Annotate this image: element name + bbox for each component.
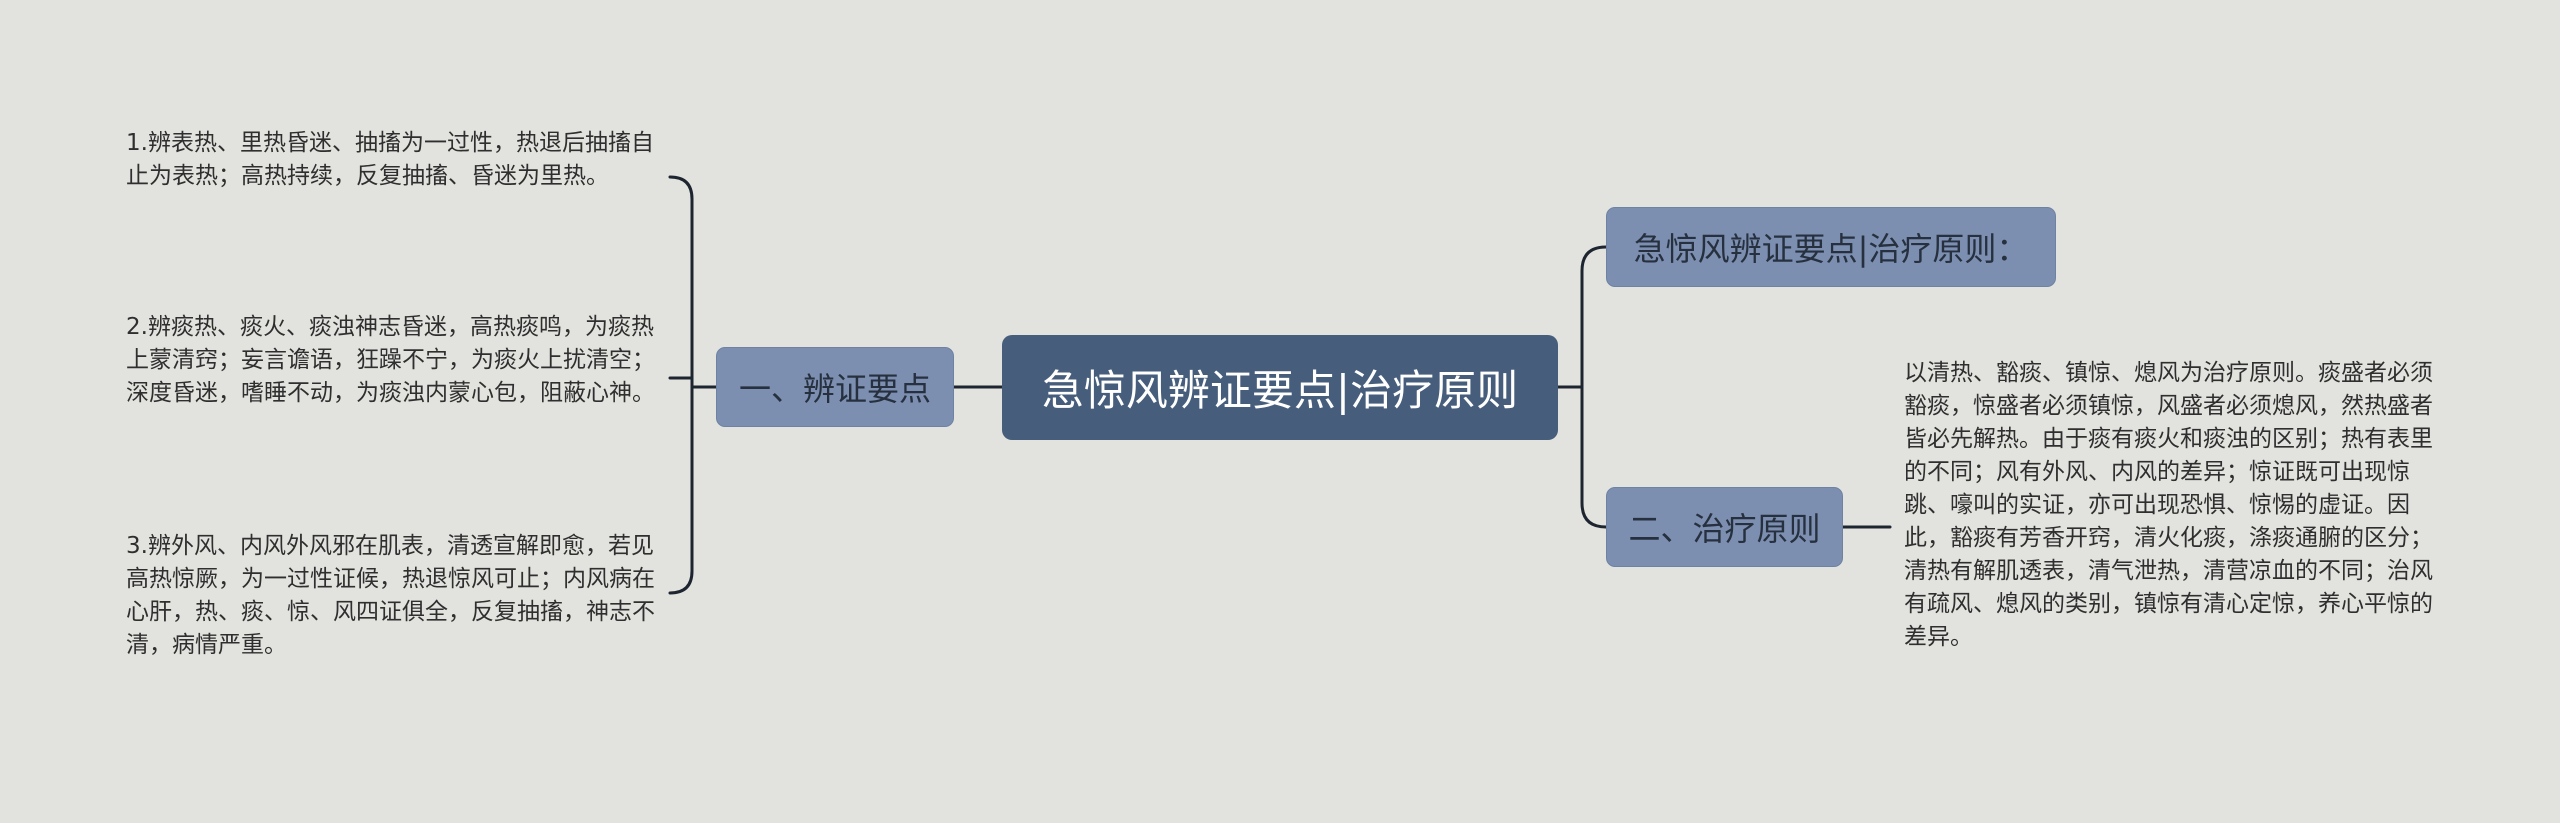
root-label: 急惊风辨证要点|治疗原则 bbox=[1041, 366, 1519, 415]
left-bracket bbox=[668, 175, 694, 595]
branch-treatment-principles[interactable]: 二、治疗原则 bbox=[1606, 487, 1843, 567]
branch-label: 一、辨证要点 bbox=[738, 370, 931, 408]
branch-label: 二、治疗原则 bbox=[1628, 510, 1821, 548]
leaf-treatment-text: 以清热、豁痰、镇惊、熄风为治疗原则。痰盛者必须豁痰，惊盛者必须镇惊，风盛者必须熄… bbox=[1904, 360, 2433, 650]
leaf-external-internal-wind: 3.辨外风、内风外风邪在肌表，清透宣解即愈，若见高热惊厥，为一过性证候，热退惊风… bbox=[126, 533, 655, 658]
root-node[interactable]: 急惊风辨证要点|治疗原则 bbox=[1002, 335, 1558, 440]
leaf-phlegm-types: 2.辨痰热、痰火、痰浊神志昏迷，高热痰鸣，为痰热上蒙清窍；妄言谵语，狂躁不宁，为… bbox=[126, 314, 655, 406]
right-bracket bbox=[1580, 245, 1608, 529]
branch-label: 急惊风辨证要点|治疗原则： bbox=[1633, 230, 2029, 268]
leaf-surface-interior-heat: 1.辨表热、里热昏迷、抽搐为一过性，热退后抽搐自止为表热；高热持续，反复抽搐、昏… bbox=[126, 130, 654, 189]
branch-diagnosis-points[interactable]: 一、辨证要点 bbox=[716, 347, 954, 427]
branch-title-duplicate[interactable]: 急惊风辨证要点|治疗原则： bbox=[1606, 207, 2056, 287]
